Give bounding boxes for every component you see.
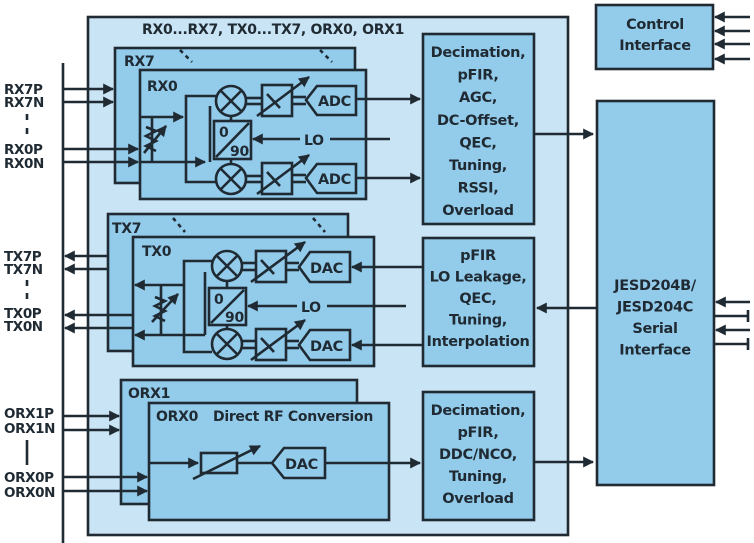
rx-dsp-line: RSSI,	[458, 181, 499, 197]
rx7-label: RX7	[124, 54, 154, 70]
rx-adc-top-label: ADC	[318, 94, 351, 110]
rx-adc-bottom-label: ADC	[318, 172, 351, 188]
orx-dsp-block	[421, 390, 536, 522]
tx-dac-bottom	[297, 328, 352, 362]
rx-dsp-line: Tuning,	[449, 158, 507, 174]
pin-tx7n: TX7N	[4, 262, 43, 278]
rx-ellipsis-mark	[179, 49, 193, 63]
tx-filter-adjust-arrow	[250, 318, 306, 362]
orx-section: ORX1 ORX0 Direct RF Conversion ORX1P ORX…	[4, 378, 422, 522]
rx-dsp-line: pFIR,	[457, 68, 498, 84]
orx-dsp-text: Decimation, pFIR, DDC/NCO, Tuning, Overload	[431, 403, 526, 507]
rx0-label: RX0	[147, 79, 178, 95]
rx-dsp-text: Decimation, pFIR, AGC, DC-Offset, QEC, Tuning…	[431, 45, 526, 219]
serial-interface-line: Serial	[632, 321, 677, 337]
tx-dsp-line: Tuning,	[449, 313, 507, 329]
transceiver-title: RX0...RX7, TX0...TX7, ORX0, ORX1	[142, 22, 404, 38]
tx-path	[182, 259, 212, 285]
tx-dsp-block	[421, 236, 536, 368]
tx-dsp-line: Interpolation	[426, 334, 529, 350]
orx-dac-label: DAC	[285, 457, 318, 473]
tx-dac-top	[297, 250, 352, 284]
pin-orx1p: ORX1P	[4, 406, 54, 422]
serial-interface-line: JESD204C	[616, 300, 693, 316]
tx-dsp-line: LO Leakage,	[430, 270, 527, 286]
tx-filter-line	[260, 337, 275, 353]
rx-dsp-line: Decimation,	[431, 45, 526, 61]
rx-section: RX7 RX0 RX7P RX7N RX0P RX0N	[4, 46, 422, 201]
rx-dsp-line: AGC,	[459, 90, 497, 106]
tx-lo-label: LO	[301, 300, 321, 316]
tx-dac-bottom-label: DAC	[310, 339, 343, 355]
tx-phase-divider	[210, 289, 245, 324]
tx-dsp-text: pFIR LO Leakage, QEC, Tuning, Interpolation	[426, 248, 529, 350]
rx-filter-line	[266, 93, 281, 109]
rx-filter-line	[266, 171, 281, 187]
tx-dsp-line: pFIR	[460, 248, 496, 264]
rx-ellipsis-mark	[319, 49, 333, 63]
rx-resistor-adjust-arrow	[142, 125, 168, 154]
tx-phase-90: 90	[225, 310, 244, 326]
control-interface-line: Control	[626, 17, 684, 33]
orx-attenuator-icon	[199, 451, 239, 475]
orx-dsp-line: pFIR,	[457, 425, 498, 441]
pin-orx0n: ORX0N	[4, 485, 55, 501]
rx-dsp-block	[421, 32, 536, 226]
tx-mixer-cross	[215, 254, 239, 278]
pin-tx0n: TX0N	[4, 319, 43, 335]
orx0-label: ORX0	[156, 409, 199, 425]
orx-attenuator-adjust-arrow	[192, 444, 261, 481]
tx-dac-top-label: DAC	[310, 261, 343, 277]
orx-dsp-line: DDC/NCO,	[439, 447, 517, 463]
rx-dsp-line: DC-Offset,	[437, 113, 519, 129]
rx-dsp-line: Overload	[442, 203, 513, 219]
pin-rx7n: RX7N	[4, 95, 44, 111]
pin-rx0n: RX0N	[4, 156, 44, 172]
tx-ellipsis-mark	[312, 217, 326, 233]
tx0-label: TX0	[142, 244, 172, 260]
orx0-subtitle: Direct RF Conversion	[213, 409, 373, 425]
pin-rx0p: RX0P	[4, 142, 43, 158]
rx-filter-adjust-arrow	[256, 153, 310, 196]
control-interface-line: Interface	[619, 38, 691, 54]
pin-rx7p: RX7P	[4, 82, 43, 98]
control-interface-block	[594, 3, 715, 71]
tx7-label: TX7	[112, 221, 141, 237]
orx-dsp-line: Decimation,	[431, 403, 526, 419]
rx-dsp-line: QEC,	[459, 135, 496, 151]
pin-tx0p: TX0P	[4, 306, 42, 322]
pin-tx7p: TX7P	[4, 249, 42, 265]
orx-dsp-line: Tuning,	[449, 469, 507, 485]
serial-interface-line: Interface	[619, 343, 691, 359]
rx-lo-label: LO	[304, 133, 324, 149]
rx-filter-adjust-arrow	[256, 75, 310, 118]
rx-adc-top	[304, 84, 358, 117]
tx-dsp-line: QEC,	[459, 291, 496, 307]
pin-orx1n: ORX1N	[4, 421, 55, 437]
rx-phase-0: 0	[219, 125, 229, 141]
serial-interface-line: JESD204B/	[613, 278, 697, 294]
rx-mixer-cross	[219, 89, 243, 113]
tx-path	[182, 285, 212, 354]
pin-orx0p: ORX0P	[4, 470, 54, 486]
tx-resistor-adjust-arrow	[151, 293, 179, 323]
orx1-label: ORX1	[128, 386, 170, 402]
tx-section: TX7 TX0 TX7P TX7N TX0P TX0N 0 90	[4, 212, 422, 368]
tx-filter-line	[260, 259, 275, 275]
rx-phase-90: 90	[230, 144, 249, 160]
rx-path	[184, 117, 216, 184]
tx-filter-top-icon	[254, 249, 288, 284]
tx-phase-0: 0	[214, 292, 224, 308]
rx-mixer-cross	[219, 167, 243, 191]
tx-mixer-cross	[215, 332, 239, 356]
rx-path	[184, 94, 216, 117]
orx-dsp-line: Overload	[442, 491, 513, 507]
rx-phase-divider	[215, 122, 250, 158]
serial-interface-block	[595, 99, 716, 487]
tx-filter-adjust-arrow	[250, 240, 306, 284]
tx-ellipsis-mark	[172, 217, 186, 233]
